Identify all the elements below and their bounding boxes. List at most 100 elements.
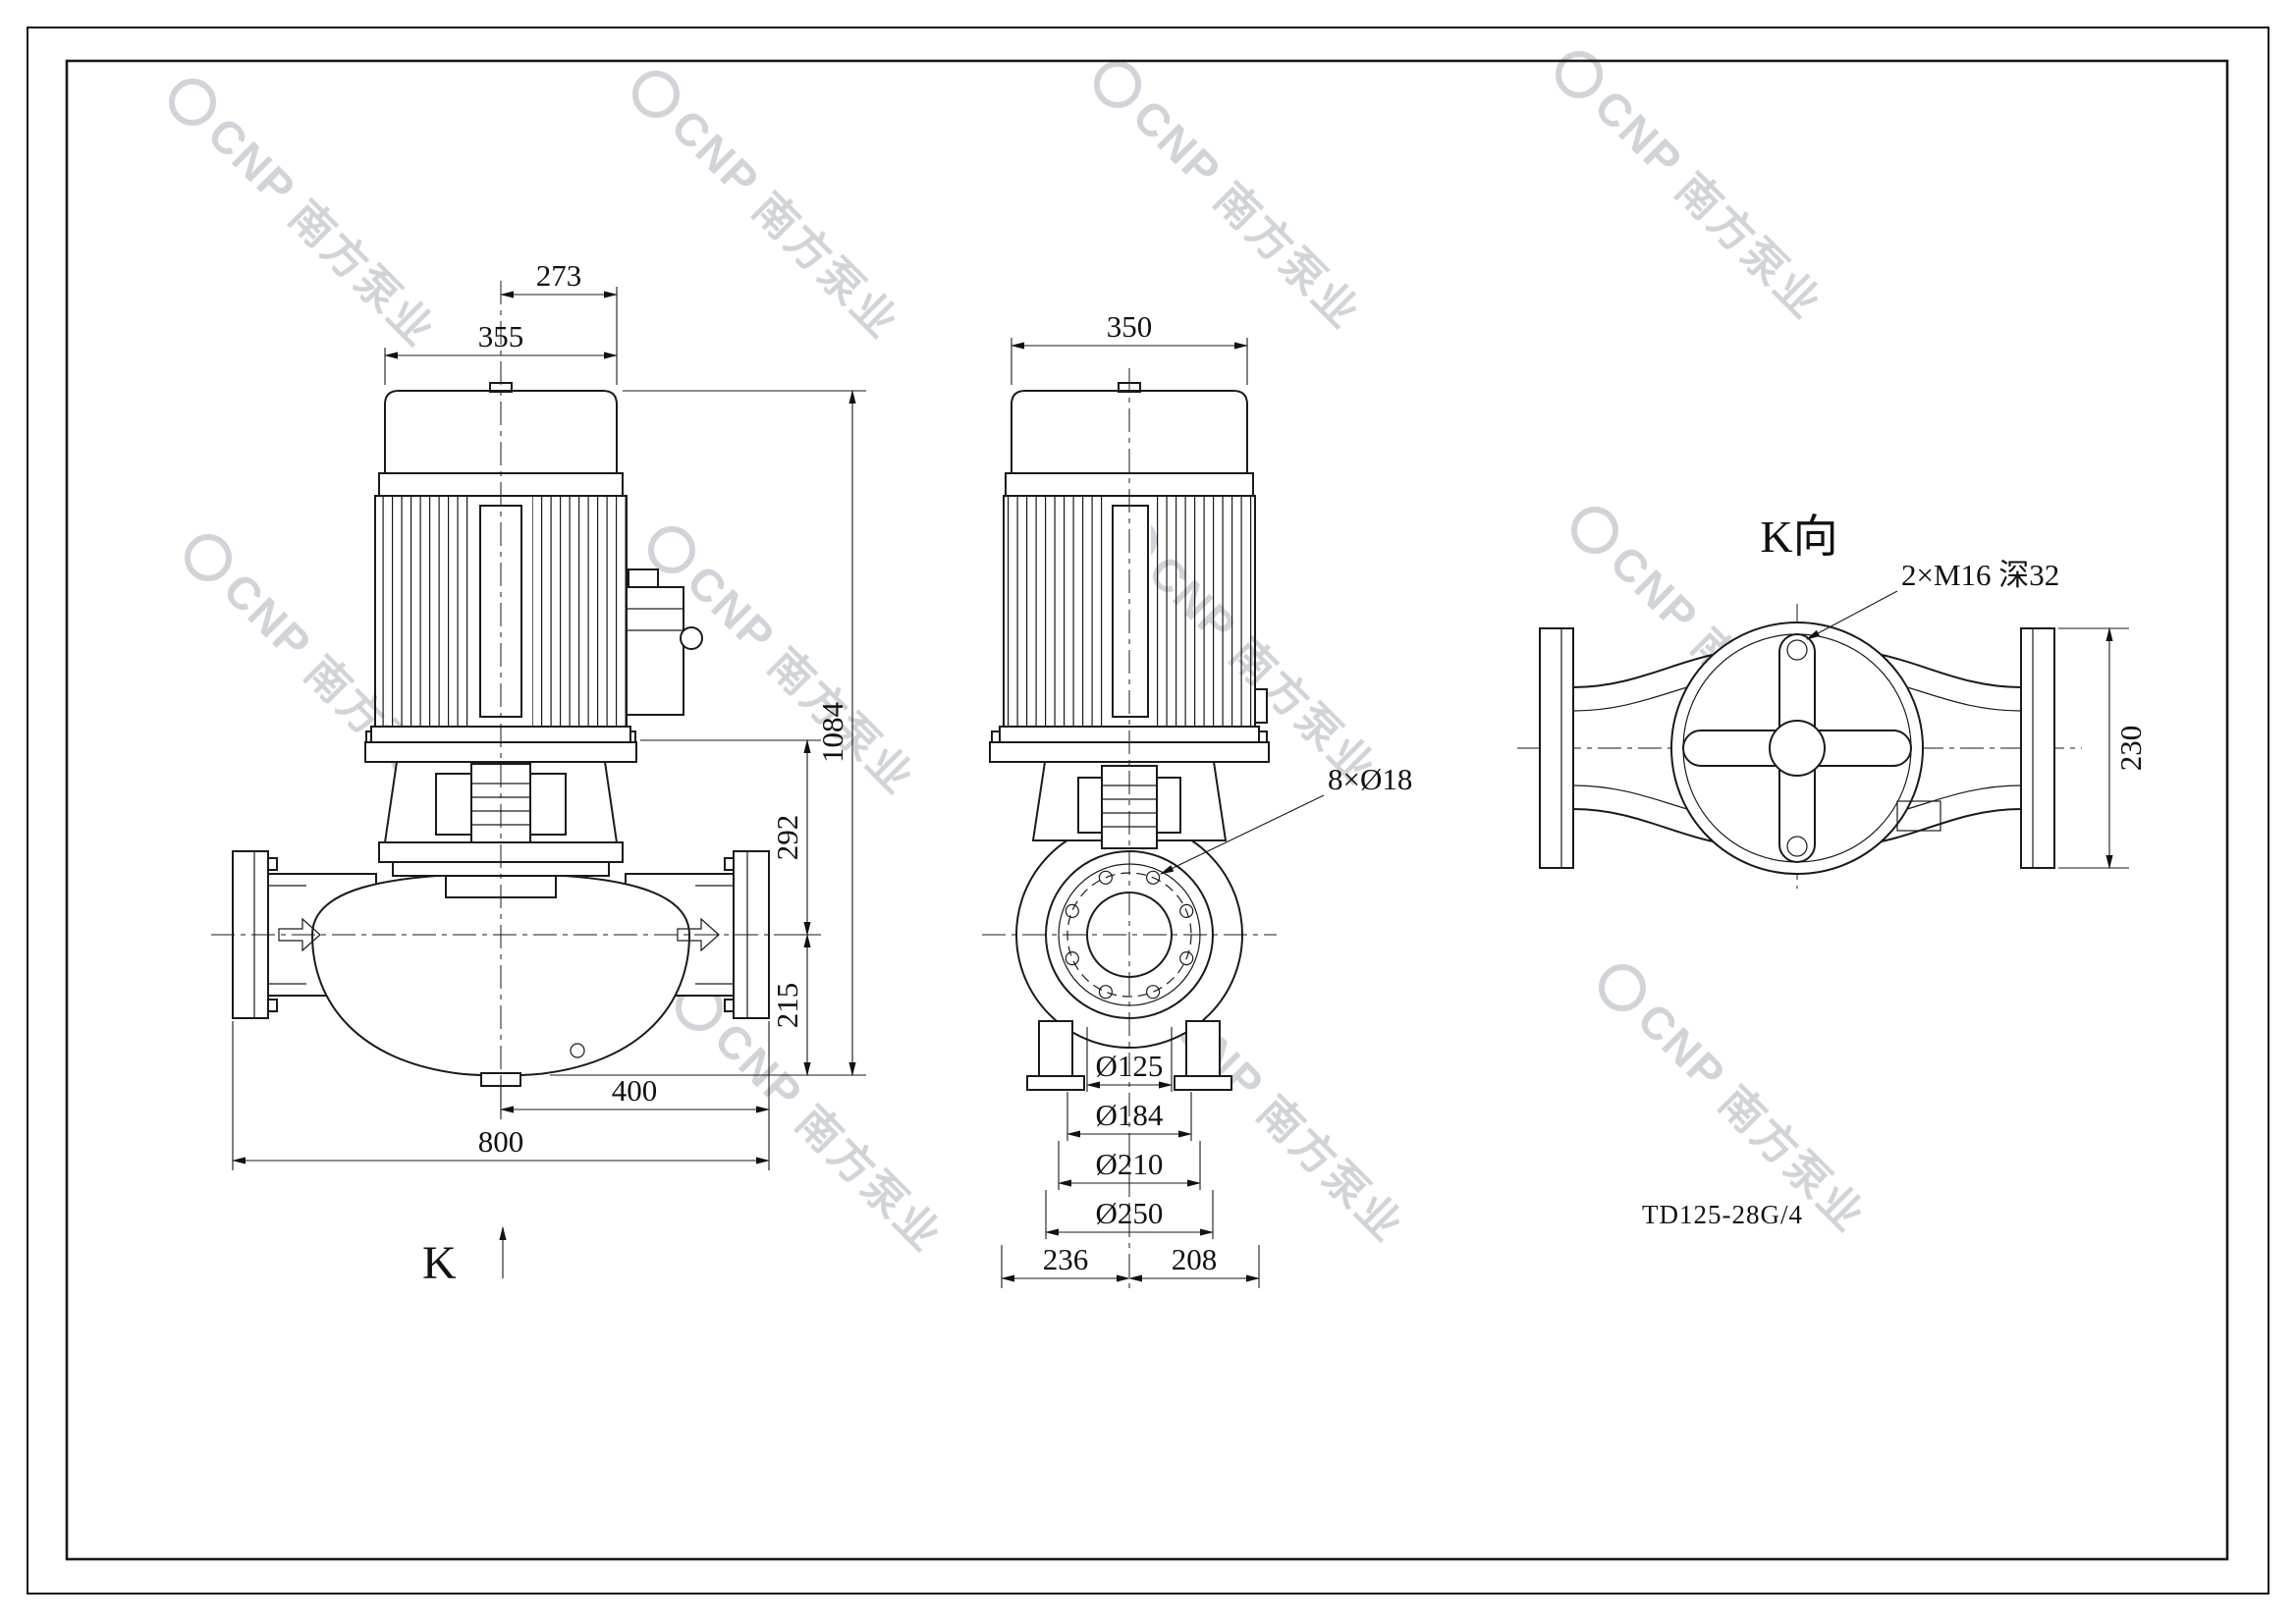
junction-box-edge: [1254, 688, 1268, 724]
watermark-brand-text: 南方泵业: [280, 191, 445, 356]
callout-label: 2×M16 深32: [1901, 558, 2059, 592]
watermark-brand-text: 南方泵业: [743, 184, 908, 349]
dim-label: 355: [478, 319, 524, 353]
junction-box: [626, 586, 684, 716]
inner-border: [65, 59, 2229, 1561]
top-view: 2×M16 深32 230 K向: [1517, 512, 2148, 889]
bolt-hole: [1065, 950, 1079, 966]
dim-236-208: 236 208: [1000, 1242, 1261, 1288]
watermark: CNP 南方泵业: [1599, 964, 1875, 1242]
dim-400: 400: [499, 1021, 771, 1119]
conduit-channel: [1112, 505, 1149, 718]
motor-fan-cover: [1011, 390, 1248, 497]
dim-label: 236: [1043, 1242, 1089, 1276]
foot-pad: [1026, 1075, 1085, 1091]
dim-355: 355: [383, 319, 619, 385]
leader-line: [1805, 590, 1898, 640]
flow-arrows: [278, 917, 720, 952]
side-view: 350 8×Ø18 Ø125 Ø184 Ø2: [982, 309, 1412, 1291]
watermark-logo-text: CNP: [198, 108, 306, 216]
support-leg: [1185, 1020, 1221, 1079]
m16-tapped-hole: [1786, 836, 1808, 857]
front-bracket: [378, 761, 624, 877]
top-flanges: [1539, 627, 2055, 869]
watermark-logo-text: CNP: [662, 100, 770, 208]
watermark: CNP 南方泵业: [1556, 51, 1831, 329]
drain-plug: [570, 1043, 585, 1058]
bolt-hole: [1098, 985, 1114, 1000]
shaft-hub: [1769, 720, 1826, 777]
dim-label: Ø184: [1096, 1098, 1164, 1132]
cable-gland: [680, 626, 703, 650]
cnp-logo-icon: [1094, 61, 1141, 108]
watermark-logo-text: CNP: [214, 564, 322, 672]
front-centerlines: [211, 281, 791, 1100]
dim-label: 230: [2113, 726, 2148, 772]
junction-box-top: [1896, 800, 1941, 832]
dim-800: 800: [231, 1021, 771, 1170]
watermark: CNP 南方泵业: [169, 79, 445, 356]
dim-273: 273: [499, 258, 619, 385]
top-pipes: [1572, 654, 2022, 842]
watermark-logo-text: CNP: [1601, 536, 1709, 644]
dim-label: 273: [536, 258, 582, 293]
watermark-brand-text: 南方泵业: [1667, 164, 1831, 329]
cnp-logo-icon: [169, 79, 216, 126]
cnp-logo-icon: [632, 71, 680, 118]
watermark-brand-text: 南方泵业: [1248, 1087, 1413, 1252]
front-dimensions: 273 355 1084 292 215: [231, 258, 866, 1289]
callout-label: 8×Ø18: [1328, 762, 1412, 796]
dim-label: 350: [1107, 309, 1153, 344]
m16-tapped-hole: [1786, 639, 1808, 661]
support-leg: [1038, 1020, 1073, 1079]
dim-230: 230: [2058, 626, 2148, 870]
top-dimensions: 2×M16 深32 230 K向: [1760, 512, 2148, 870]
leader-line: [1159, 794, 1325, 875]
dim-label: Ø125: [1096, 1049, 1164, 1083]
watermark-brand-text: 南方泵业: [1205, 174, 1370, 339]
dim-215: 215: [770, 933, 811, 1077]
watermark-brand-text: 南方泵业: [787, 1097, 952, 1262]
dim-label: Ø250: [1096, 1196, 1164, 1230]
discharge-flange-top: [2020, 627, 2055, 869]
side-dimensions: 350 8×Ø18 Ø125 Ø184 Ø2: [1000, 309, 1412, 1288]
dim-label: 292: [770, 815, 804, 861]
bolt-hole: [1065, 903, 1079, 919]
view-direction-marker: K: [422, 1225, 507, 1289]
cnp-logo-icon: [1571, 507, 1618, 554]
bolt-hole: [1098, 870, 1114, 885]
cnp-logo-icon: [185, 534, 232, 581]
top-stool-structure: [1682, 633, 1941, 863]
dim-label: 208: [1172, 1242, 1218, 1276]
outer-border: [27, 27, 2269, 1595]
dim-label: Ø210: [1096, 1147, 1164, 1181]
flow-arrow-icon: [278, 917, 321, 952]
suction-flange-top: [1539, 627, 1574, 869]
dim-label: 1084: [815, 702, 849, 764]
dim-d125: Ø125: [1085, 1027, 1174, 1092]
front-motor: [364, 382, 703, 763]
bolt-hole: [1145, 985, 1161, 1000]
dim-label: 400: [612, 1073, 658, 1108]
cnp-logo-icon: [1556, 51, 1603, 98]
cnp-logo-icon: [1599, 964, 1646, 1011]
dim-label: 215: [770, 983, 804, 1029]
dim-d184: Ø184: [1066, 1092, 1193, 1141]
view-k-label: K: [422, 1237, 457, 1289]
flow-arrow-icon: [677, 917, 720, 952]
watermark: CNP 南方泵业: [1094, 61, 1370, 339]
dim-d250: Ø250: [1044, 1190, 1215, 1239]
foot-pad: [1174, 1075, 1232, 1091]
watermark-logo-text: CNP: [1628, 994, 1736, 1102]
bolt-hole: [1145, 870, 1161, 885]
junction-box-step: [628, 568, 659, 588]
bolt-hole: [1179, 903, 1194, 919]
watermark: CNP 南方泵业: [676, 984, 952, 1262]
dim-292: 292: [640, 738, 821, 937]
dim-d210: Ø210: [1057, 1141, 1202, 1190]
cnp-logo-icon: [648, 526, 695, 573]
watermark-logo-text: CNP: [1123, 90, 1231, 198]
dim-1084: 1084: [550, 389, 866, 1077]
bolt-hole: [1179, 950, 1194, 966]
